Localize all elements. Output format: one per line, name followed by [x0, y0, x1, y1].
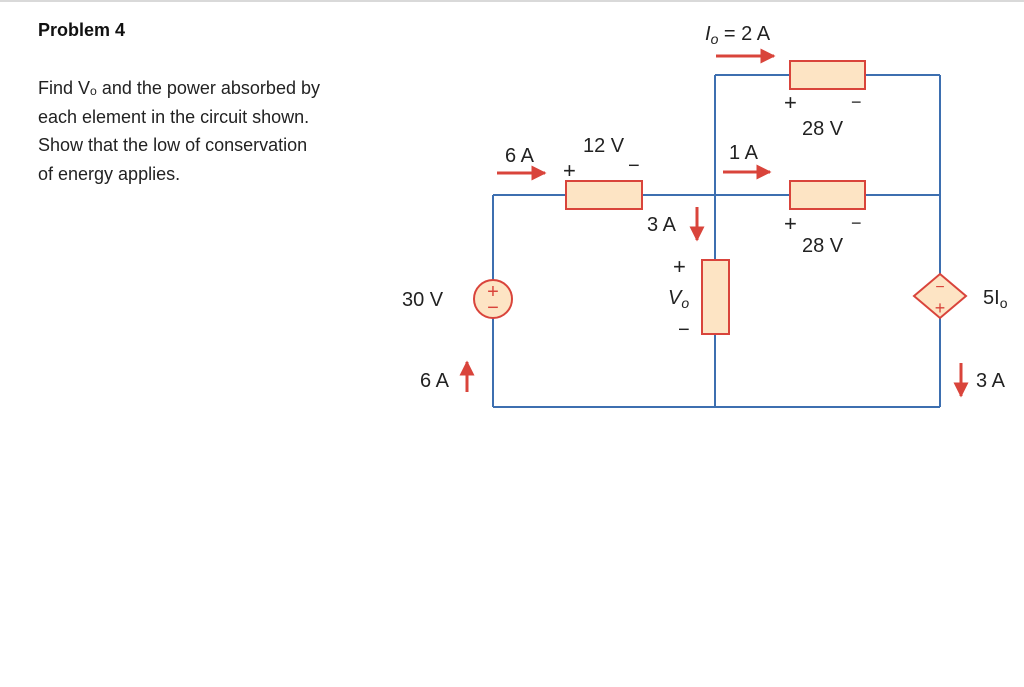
- statement-line: Show that the low of conservation: [38, 135, 308, 155]
- minus-sign: −: [851, 213, 862, 233]
- minus-sign: −: [628, 155, 640, 177]
- problem-statement: Find Vₒ and the power absorbed by each e…: [38, 74, 398, 188]
- statement-line: of energy applies.: [38, 163, 181, 184]
- io-label: Io = 2 A: [705, 23, 771, 47]
- voltage-source-circle: [473, 279, 513, 319]
- top-border: [0, 0, 1024, 2]
- plus-sign: +: [784, 90, 797, 115]
- plus-sign: +: [673, 254, 686, 279]
- source-current-label: 6 A: [420, 370, 450, 392]
- minus-sign: −: [935, 279, 944, 296]
- vo-label: Vo: [668, 287, 689, 311]
- current-arrows: [459, 48, 969, 398]
- minus-sign: −: [851, 92, 862, 112]
- voltage-source-30v: + −: [473, 279, 513, 319]
- middle-branch-current-label: 1 A: [729, 142, 759, 164]
- dependent-source-diamond: [912, 272, 968, 320]
- plus-sign: +: [487, 281, 499, 303]
- minus-sign: −: [678, 319, 690, 341]
- problem-title: Problem 4: [38, 20, 126, 40]
- resistor-12v: [565, 180, 643, 210]
- middle-resistor-voltage-label: 28 V: [802, 235, 844, 257]
- circuit-wires: [492, 74, 941, 408]
- series-current-label: 6 A: [505, 145, 535, 167]
- dependent-source-current-label: 3 A: [976, 370, 1006, 392]
- plus-sign: +: [563, 158, 576, 183]
- resistor-top-28v: [789, 60, 866, 90]
- dependent-source-label: 5Io: [983, 287, 1008, 311]
- source-voltage-label: 30 V: [402, 289, 444, 311]
- statement-line: each element in the circuit shown.: [38, 106, 310, 127]
- resistor-middle-28v: [789, 180, 866, 210]
- middle-current-label: 3 A: [647, 214, 677, 236]
- element-vo: [701, 259, 730, 335]
- top-resistor-voltage-label: 28 V: [802, 118, 844, 140]
- dependent-source: − +: [912, 272, 968, 320]
- statement-line: Find Vₒ and the power absorbed by: [38, 78, 320, 98]
- minus-sign: −: [487, 297, 499, 319]
- series-voltage-label: 12 V: [583, 135, 625, 157]
- plus-sign: +: [935, 298, 946, 318]
- plus-sign: +: [784, 211, 797, 236]
